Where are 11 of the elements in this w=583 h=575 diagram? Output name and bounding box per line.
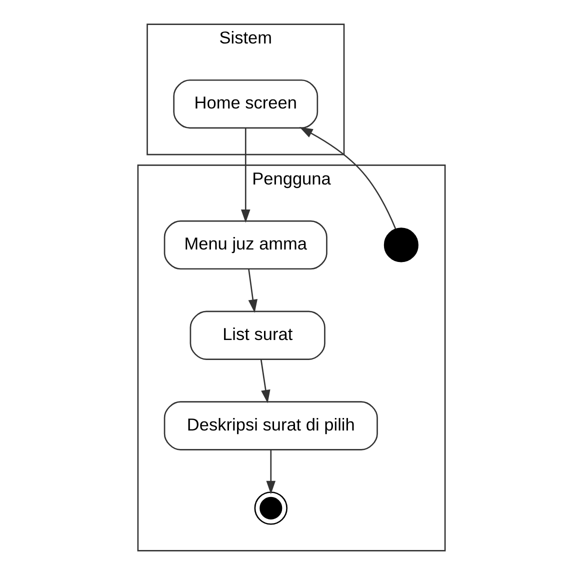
node-bullseye xyxy=(254,492,288,525)
arrow xyxy=(299,127,396,229)
node-box: Menu juz amma xyxy=(164,220,328,270)
node-circle xyxy=(384,228,418,262)
arrow xyxy=(248,269,258,313)
node-box: List surat xyxy=(190,310,326,360)
node-box: Home screen xyxy=(173,79,318,129)
arrow xyxy=(240,128,250,223)
node-box: Deskripsi surat di pilih xyxy=(164,401,378,450)
arrow xyxy=(266,450,276,494)
arrow xyxy=(260,360,270,404)
